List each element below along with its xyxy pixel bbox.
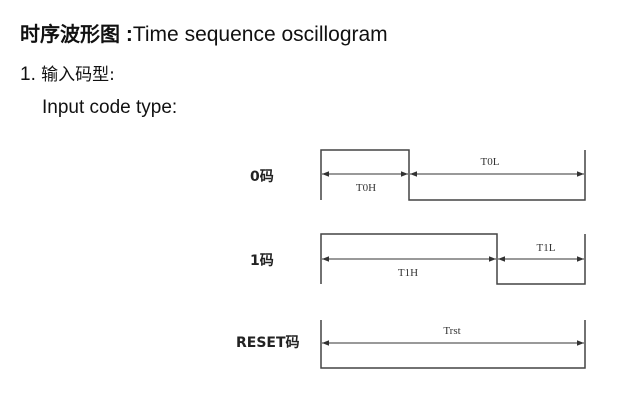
code-0-signal xyxy=(320,149,586,201)
t0h-label: T0H xyxy=(356,182,376,194)
waveform-code-1: T1H T1L xyxy=(320,233,586,285)
section-title-english: Input code type: xyxy=(42,97,178,118)
reset-signal xyxy=(320,320,586,369)
t1h-label: T1H xyxy=(398,267,418,279)
section-title-chinese: 输入码型: xyxy=(41,65,115,85)
section-number: 1. xyxy=(20,64,36,85)
waveform-reset-code: Trst xyxy=(320,320,586,369)
row-label-code-0: 0码 xyxy=(250,169,274,185)
code-1-signal xyxy=(320,233,586,285)
waveform-code-0: T0H T0L xyxy=(320,149,586,201)
t0l-label: T0L xyxy=(481,156,500,168)
title-separator: : xyxy=(125,23,133,46)
title-chinese: 时序波形图 xyxy=(20,22,120,46)
trst-label: Trst xyxy=(443,325,460,337)
section-1-heading: 1. 输入码型: xyxy=(20,62,115,88)
t1l-label: T1L xyxy=(537,242,556,254)
row-label-reset-code: RESET码 xyxy=(236,335,300,351)
page-title: 时序波形图 :Time sequence oscillogram xyxy=(20,20,388,49)
title-english: Time sequence oscillogram xyxy=(132,23,388,46)
row-label-code-1: 1码 xyxy=(250,253,274,269)
